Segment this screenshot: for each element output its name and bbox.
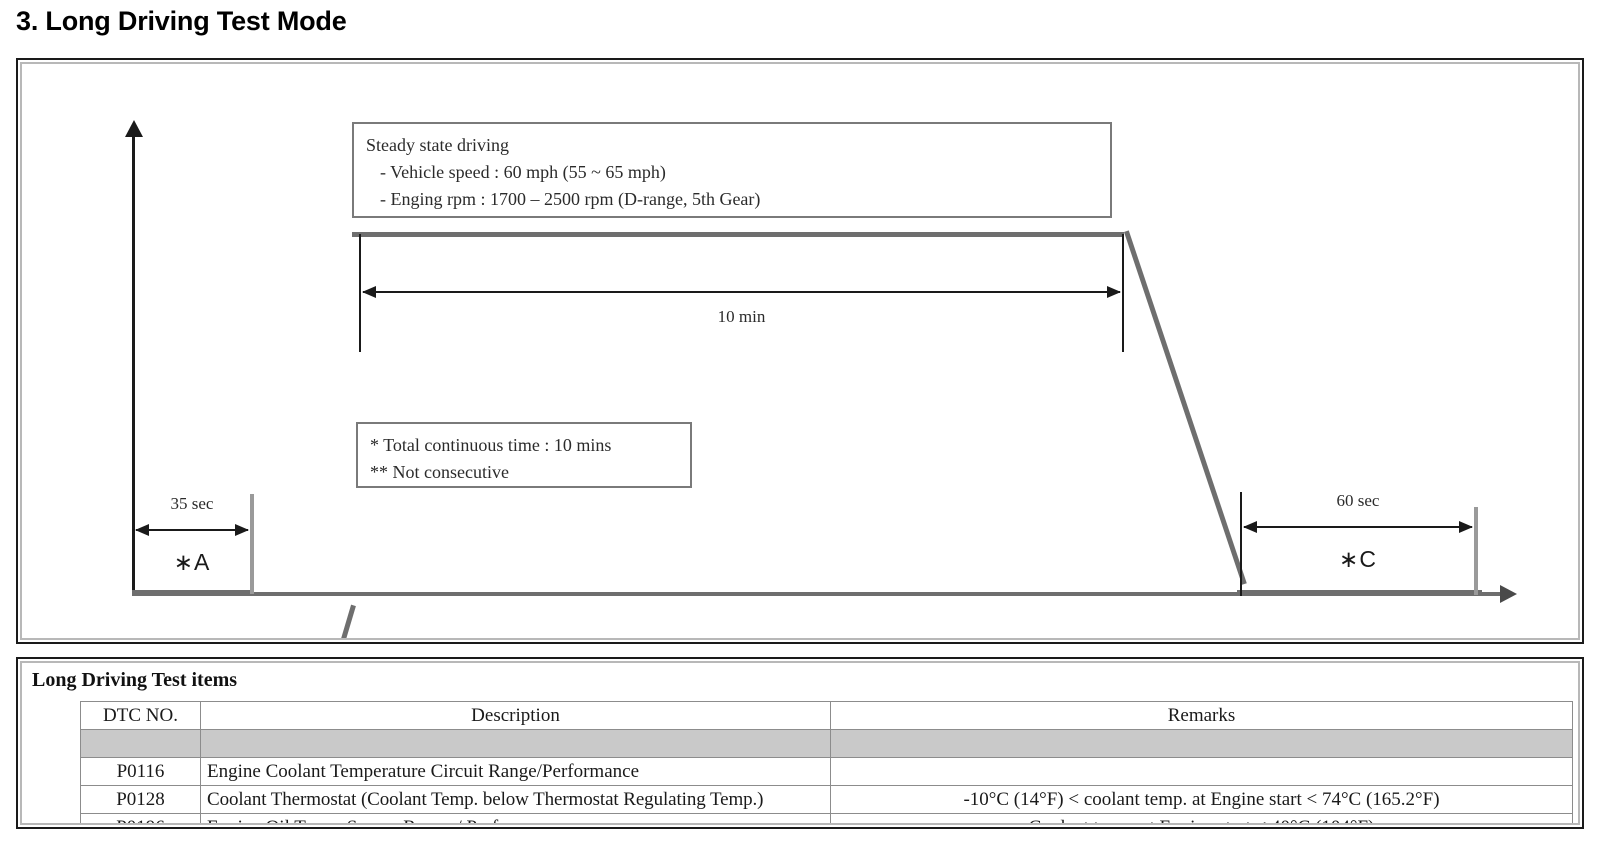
table-row: P0116 Engine Coolant Temperature Circuit… — [80, 757, 1573, 786]
steady-state-note-line-1: - Vehicle speed : 60 mph (55 ~ 65 mph) — [380, 162, 666, 182]
continuous-time-note-line-2: ** Not consecutive — [370, 462, 509, 482]
table-header-row: DTC NO. Description Remarks — [80, 701, 1573, 730]
column-header-dtc: DTC NO. — [80, 701, 201, 730]
diagram-inner-frame: 35 sec ∗A 10 min 60 sec ∗C Steady state … — [20, 62, 1580, 640]
column-header-description: Description — [200, 701, 831, 730]
dimension-arrow-10min — [362, 286, 1121, 298]
table-inner-frame: Long Driving Test items DTC NO. Descript… — [20, 661, 1580, 825]
dimension-label-35sec: 35 sec — [170, 494, 214, 513]
drive-cycle-diagram-panel: 35 sec ∗A 10 min 60 sec ∗C Steady state … — [16, 58, 1584, 644]
header-separator-cell-desc — [200, 729, 831, 758]
dtc-table: DTC NO. Description Remarks P0116 Engine… — [80, 701, 1573, 823]
waveform-deceleration-ramp — [1124, 230, 1247, 585]
tick-idle-a-end — [250, 494, 254, 594]
cell-dtc-1: P0128 — [80, 785, 201, 814]
x-axis-arrowhead — [1500, 585, 1517, 603]
tick-plateau-end — [1122, 234, 1124, 352]
tick-plateau-start — [359, 234, 361, 352]
header-separator-cell-remarks — [830, 729, 1573, 758]
dimension-marker-a: ∗A — [173, 549, 211, 575]
continuous-time-note-line-1: * Total continuous time : 10 mins — [370, 435, 612, 455]
cell-description-0: Engine Coolant Temperature Circuit Range… — [200, 757, 831, 786]
cell-remarks-1: -10°C (14°F) < coolant temp. at Engine s… — [830, 785, 1573, 814]
cell-description-2: Engine Oil Temp. Sensor Range / Performa… — [200, 813, 831, 823]
table-row: P0128 Coolant Thermostat (Coolant Temp. … — [80, 785, 1573, 814]
dimension-arrow-35sec — [135, 524, 249, 536]
waveform-idle-segment-a — [132, 590, 250, 595]
header-separator-cell-dtc — [80, 729, 201, 758]
y-axis-arrowhead — [125, 120, 143, 137]
waveform-acceleration-ramp — [250, 604, 356, 638]
dimension-label-10min: 10 min — [717, 307, 766, 326]
steady-state-note-line-2: - Enging rpm : 1700 – 2500 rpm (D-range,… — [380, 189, 761, 209]
table-header-separator-row — [80, 729, 1573, 758]
table-caption: Long Driving Test items — [32, 669, 238, 691]
steady-state-note-box: Steady state driving - Vehicle speed : 6… — [352, 122, 1112, 218]
table-row: P0196 Engine Oil Temp. Sensor Range / Pe… — [80, 813, 1573, 823]
table-body: P0116 Engine Coolant Temperature Circuit… — [80, 757, 1573, 823]
x-axis-line — [132, 592, 1502, 596]
cell-remarks-0 — [830, 757, 1573, 786]
page-title: 3. Long Driving Test Mode — [16, 6, 347, 36]
y-axis-line — [132, 134, 135, 594]
dimension-marker-c: ∗C — [1339, 546, 1377, 572]
table-header: DTC NO. Description Remarks — [80, 701, 1573, 758]
waveform-idle-segment-c — [1237, 590, 1482, 595]
dtc-table-panel: Long Driving Test items DTC NO. Descript… — [16, 657, 1584, 829]
dimension-label-60sec: 60 sec — [1336, 491, 1380, 510]
cell-description-1: Coolant Thermostat (Coolant Temp. below … — [200, 785, 831, 814]
waveform-steady-state-plateau — [352, 232, 1124, 237]
cell-remarks-2: Coolant temp. at Engine start < 40°C (10… — [830, 813, 1573, 823]
tick-idle-c-start — [1240, 492, 1242, 596]
continuous-time-note-box: * Total continuous time : 10 mins ** Not… — [356, 422, 692, 488]
tick-idle-c-end — [1474, 507, 1478, 595]
dimension-arrow-60sec — [1243, 521, 1473, 533]
steady-state-note-heading: Steady state driving — [366, 135, 509, 155]
cell-dtc-2: P0196 — [80, 813, 201, 823]
cell-dtc-0: P0116 — [80, 757, 201, 786]
column-header-remarks: Remarks — [830, 701, 1573, 730]
